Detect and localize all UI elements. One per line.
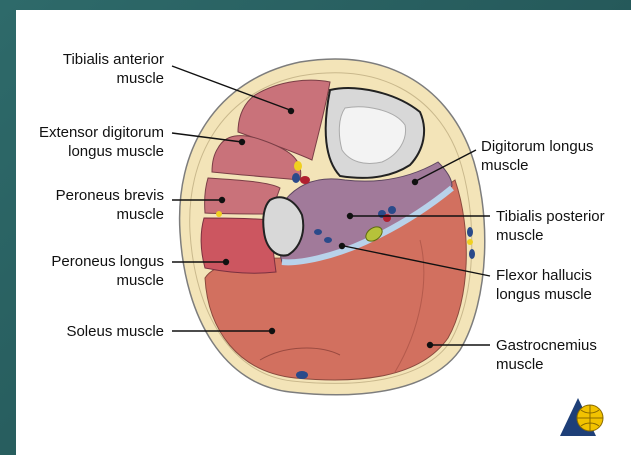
label-line: Peroneus brevis: [20, 186, 164, 205]
label-line: Extensor digitorum: [4, 123, 164, 142]
label-line: Digitorum longus: [481, 137, 621, 156]
label-tibialis-anterior: Tibialis anterior muscle: [30, 50, 164, 88]
vessel-red-2: [383, 214, 391, 222]
fibula-bone: [263, 197, 303, 255]
nerve-yellow: [294, 161, 302, 171]
label-line: muscle: [30, 69, 164, 88]
label-digitorum-longus: Digitorum longus muscle: [481, 137, 621, 175]
nerve-yellow-3: [467, 239, 473, 245]
label-line: longus muscle: [4, 142, 164, 161]
label-line: muscle: [20, 205, 164, 224]
vessel-blue: [292, 173, 300, 183]
label-line: Soleus muscle: [20, 322, 164, 341]
label-flexor-hallucis: Flexor hallucis longus muscle: [496, 266, 626, 304]
vessel-blue-7: [469, 249, 475, 259]
label-line: Tibialis posterior: [496, 207, 629, 226]
label-soleus: Soleus muscle: [20, 322, 164, 341]
label-tibialis-posterior: Tibialis posterior muscle: [496, 207, 629, 245]
vessel-blue-8: [296, 371, 308, 379]
label-line: longus muscle: [496, 285, 626, 304]
vessel-blue-5: [324, 237, 332, 243]
label-line: muscle: [481, 156, 621, 175]
label-line: Gastrocnemius: [496, 336, 626, 355]
vessel-blue-6: [467, 227, 473, 237]
globe-triangle-logo: [560, 398, 603, 436]
vessel-red: [300, 176, 310, 184]
vessel-blue-4: [314, 229, 322, 235]
nerve-yellow-2: [216, 211, 222, 217]
label-gastrocnemius: Gastrocnemius muscle: [496, 336, 626, 374]
label-line: muscle: [496, 226, 629, 245]
vessel-blue-3: [388, 206, 396, 214]
label-line: Peroneus longus: [20, 252, 164, 271]
label-line: Tibialis anterior: [30, 50, 164, 69]
label-line: muscle: [496, 355, 626, 374]
label-peroneus-brevis: Peroneus brevis muscle: [20, 186, 164, 224]
label-line: muscle: [20, 271, 164, 290]
label-line: Flexor hallucis: [496, 266, 626, 285]
label-extensor-digitorum: Extensor digitorum longus muscle: [4, 123, 164, 161]
label-peroneus-longus: Peroneus longus muscle: [20, 252, 164, 290]
